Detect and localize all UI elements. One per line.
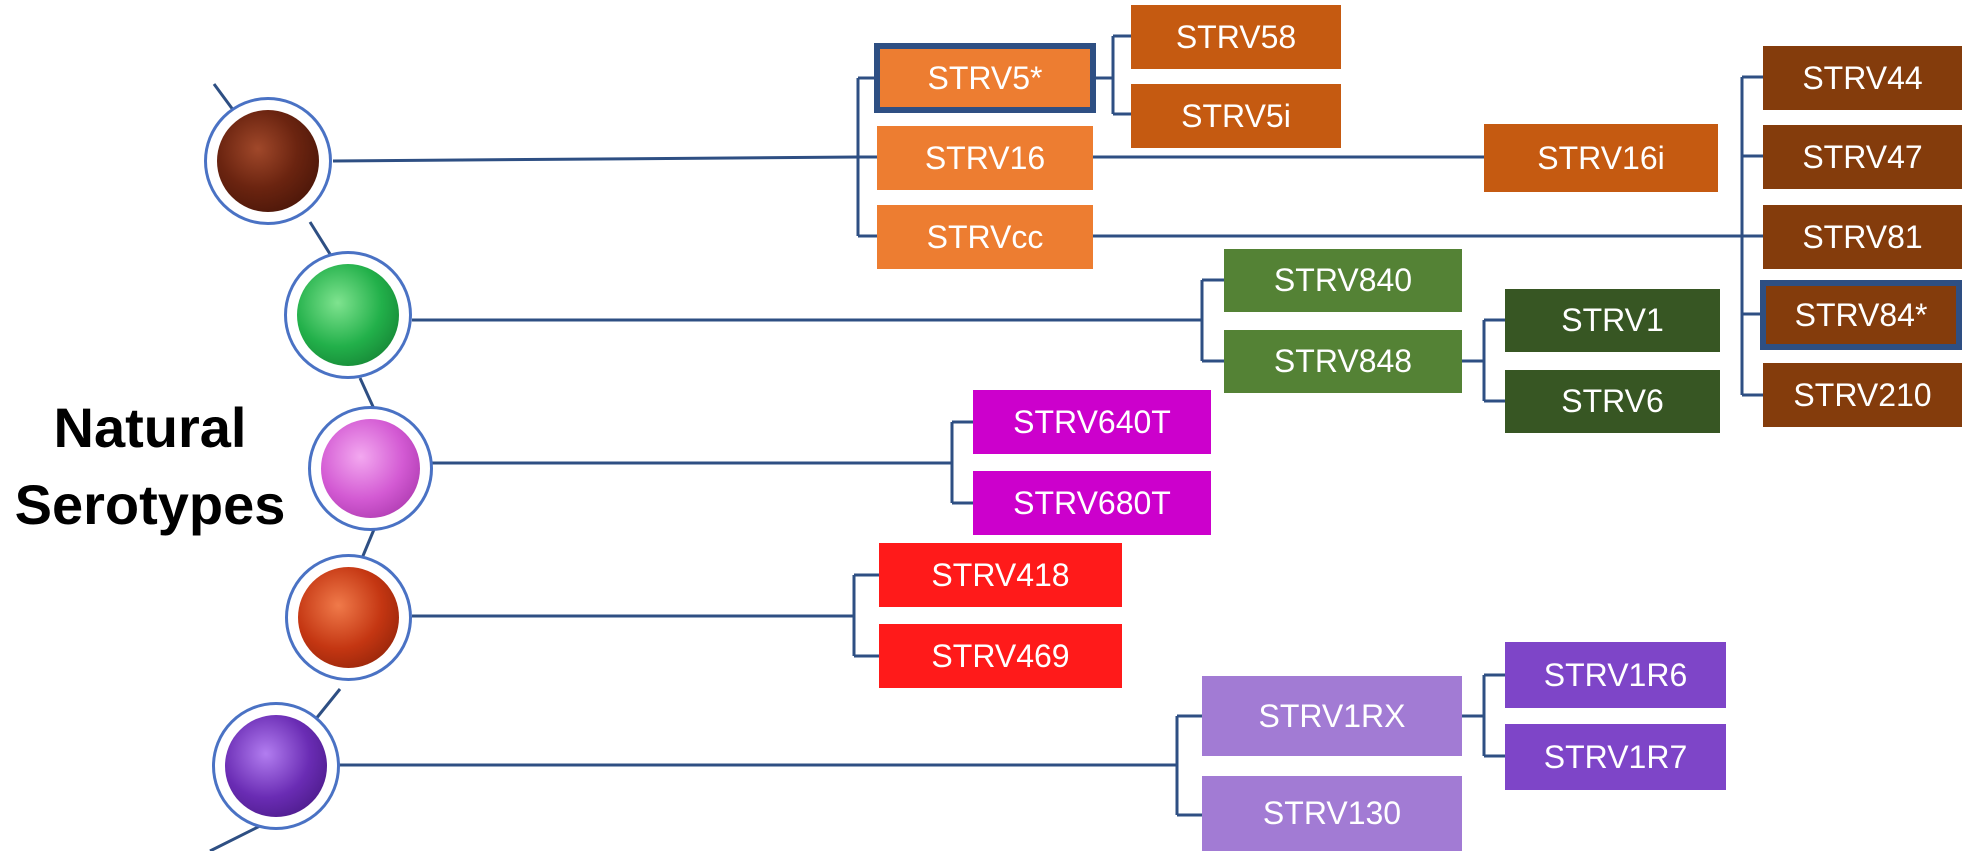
strv130-box: STRV130 [1202, 776, 1462, 851]
pink-bracket [950, 420, 973, 505]
brown-virion-icon [204, 97, 332, 225]
brown-trunk-line [332, 155, 859, 163]
strv6-box: STRV6 [1505, 370, 1720, 433]
brown-bracket [856, 76, 877, 238]
strv680t-box: STRV680T [973, 471, 1211, 535]
green-virion-icon [284, 251, 412, 379]
strv16i-box: STRV16i [1484, 124, 1718, 192]
natural-heading: Natural [53, 396, 247, 459]
strv5-bracket [1094, 34, 1131, 116]
strv848-bracket [1462, 318, 1505, 403]
strv5i-box: STRV5i [1131, 84, 1341, 148]
strv210-box: STRV210 [1763, 363, 1962, 427]
strv1r7-box: STRV1R7 [1505, 724, 1726, 790]
strv1rx-bracket [1462, 673, 1505, 758]
strv84-box: STRV84* [1760, 280, 1962, 350]
strv418-box: STRV418 [879, 543, 1122, 607]
strv848-box: STRV848 [1224, 330, 1462, 393]
serotypes-heading: Serotypes [14, 473, 286, 536]
strvcc-box: STRVcc [877, 205, 1093, 269]
strv47-box: STRV47 [1763, 125, 1962, 189]
strv5-box: STRV5* [874, 43, 1096, 113]
strv1r6-box: STRV1R6 [1505, 642, 1726, 708]
strv840-box: STRV840 [1224, 249, 1462, 312]
strv469-box: STRV469 [879, 624, 1122, 688]
strv44-bracket [1740, 75, 1763, 397]
purple-bracket [1175, 714, 1202, 817]
pink-virion-icon [308, 406, 433, 531]
red-virion-icon [285, 554, 412, 681]
strv1-box: STRV1 [1505, 289, 1720, 352]
strv44-box: STRV44 [1763, 46, 1962, 110]
strv640t-box: STRV640T [973, 390, 1211, 454]
red-bracket [852, 573, 879, 658]
strv16-box: STRV16 [877, 126, 1093, 190]
strv81-box: STRV81 [1763, 205, 1962, 269]
green-bracket [1200, 278, 1224, 363]
strv58-box: STRV58 [1131, 5, 1341, 69]
strv1rx-box: STRV1RX [1202, 676, 1462, 756]
purple-virion-icon [212, 702, 340, 830]
